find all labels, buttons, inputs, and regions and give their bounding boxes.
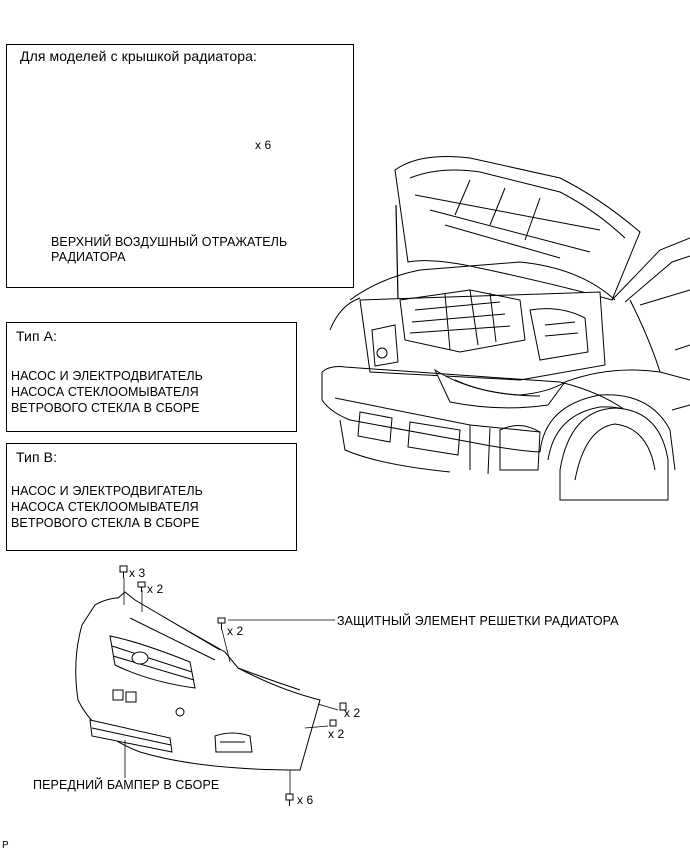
type-b-box: [6, 443, 297, 551]
bumper-clip-icons: [119, 565, 347, 806]
grille-protector-label: ЗАЩИТНЫЙ ЭЛЕМЕНТ РЕШЕТКИ РАДИАТОРА: [337, 614, 619, 628]
corner-code: P: [2, 840, 9, 851]
radiator-cover-box: [6, 44, 354, 288]
type-a-line3: ВЕТРОВОГО СТЕКЛА В СБОРЕ: [11, 401, 200, 415]
car-front-illustration: [321, 156, 690, 501]
bumper-clip-qty-top2: x 2: [147, 582, 164, 596]
bumper-clip-qty-side1: x 2: [344, 706, 361, 720]
bumper-clip-qty-side2: x 2: [328, 727, 345, 741]
type-b-title: Тип В:: [16, 449, 58, 465]
type-b-line1: НАСОС И ЭЛЕКТРОДВИГАТЕЛЬ: [11, 484, 203, 498]
grille-clip-quantity: x 2: [227, 624, 244, 638]
bumper-clip-qty-bottom: x 6: [297, 793, 314, 807]
radiator-cover-box-title: Для моделей с крышкой радиатора:: [20, 48, 257, 64]
deflector-label-line2: РАДИАТОРА: [51, 250, 126, 264]
deflector-clip-quantity: x 6: [255, 138, 272, 152]
type-b-line2: НАСОСА СТЕКЛООМЫВАТЕЛЯ: [11, 500, 199, 514]
type-a-line1: НАСОС И ЭЛЕКТРОДВИГАТЕЛЬ: [11, 369, 203, 383]
type-a-line2: НАСОСА СТЕКЛООМЫВАТЕЛЯ: [11, 385, 199, 399]
front-bumper-drawing: [75, 591, 321, 771]
bumper-clip-qty-top1: x 3: [129, 566, 146, 580]
type-a-box: [6, 322, 297, 432]
deflector-label-line1: ВЕРХНИЙ ВОЗДУШНЫЙ ОТРАЖАТЕЛЬ: [51, 235, 288, 249]
type-a-title: Тип А:: [16, 328, 58, 344]
front-bumper-label: ПЕРЕДНИЙ БАМПЕР В СБОРЕ: [33, 778, 220, 792]
type-b-line3: ВЕТРОВОГО СТЕКЛА В СБОРЕ: [11, 516, 200, 530]
